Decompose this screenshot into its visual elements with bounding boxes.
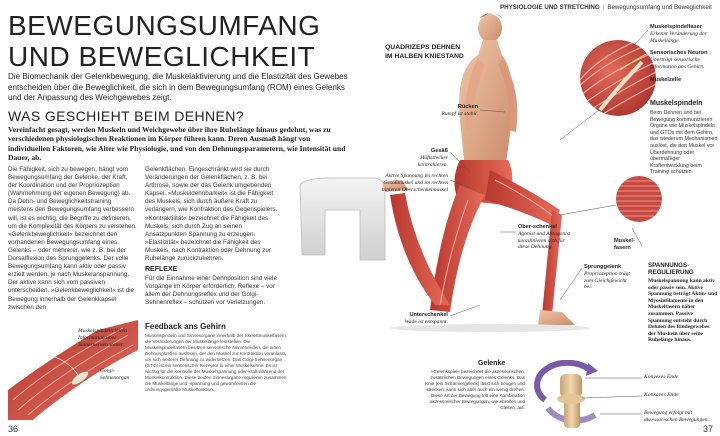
spindle-inset-illustration xyxy=(8,320,138,420)
head-shape xyxy=(478,14,502,42)
muscle-zoom-circle xyxy=(580,40,656,116)
reflex-heading: REFLEXE xyxy=(145,266,178,273)
gelenke-heading: Gelenke xyxy=(478,360,506,367)
label-aktive-spannung: Aktive Spannung im rechten Gesäßmuskel u… xyxy=(381,173,448,193)
spindeln-text: Beim Dehnen und bei Bewegung kommunizier… xyxy=(650,110,718,176)
joint-diagram-svg xyxy=(534,359,598,428)
spindle-inset-svg xyxy=(8,320,138,420)
right-arm-shape xyxy=(498,58,518,132)
spindeln-heading: Muskelspindeln xyxy=(650,100,703,107)
header-subsection: Bewegungsumfang und Beweglichkeit xyxy=(607,4,712,11)
section-subtitle: WAS GESCHIEHT BEIM DEHNEN? xyxy=(8,108,244,124)
label-konkav: Konkaves Ende xyxy=(644,392,679,398)
regulierung-heading: SPANNUNGS-REGULIERUNG xyxy=(648,262,694,277)
feedback-text: Muskelspindeln und Sinnesorgane innerhal… xyxy=(145,333,288,392)
running-header: PHYSIOLOGIE UND STRETCHING|Bewegungsumfa… xyxy=(500,4,712,11)
front-foot-shape xyxy=(538,310,575,326)
back-shin-shape xyxy=(390,193,450,305)
header-section: PHYSIOLOGIE UND STRETCHING xyxy=(500,4,600,11)
page-title: BEWEGUNGSUMFANG UND BEWEGLICHKEIT xyxy=(8,10,348,72)
regulierung-text: Muskelspannung kann aktiv oder passiv se… xyxy=(648,278,718,344)
regulierung-text-content: Muskelspannung kann aktiv oder passiv se… xyxy=(648,278,718,344)
muscle-shape xyxy=(8,320,138,420)
title-line-1: BEWEGUNGSUMFANG xyxy=(8,10,321,41)
body-column-2: Gelenkflächen. Eingeschränkt wird sie du… xyxy=(145,166,278,263)
front-thigh-shape xyxy=(485,170,560,225)
label-bewegung: Bewegung erfolgt mit akzessorischen Bewe… xyxy=(644,410,709,423)
back-thigh-shape xyxy=(430,185,485,312)
label-konvex: Konvexes Ende xyxy=(644,374,679,380)
fiber-zoom-svg xyxy=(616,176,662,222)
label-muskelzelle: Muskelzelle xyxy=(650,77,682,83)
inset-label-golgi: Golgi-Sehnenorgan xyxy=(100,368,130,381)
joint-diagram xyxy=(530,359,640,430)
intro-text: Die Biomechanik der Gelenkbewegung, die … xyxy=(8,72,348,102)
lead-paragraph: Vereinfacht gesagt, werden Muskeln und W… xyxy=(8,125,346,163)
bone-lower xyxy=(564,400,580,428)
label-muskelfasern: Muskel-fasern xyxy=(614,238,635,251)
front-shin-shape xyxy=(542,210,562,315)
page-number-left: 36 xyxy=(8,424,19,434)
body-column-1: Die Fähigkeit, sich zu bewegen, hängt vo… xyxy=(8,166,137,311)
bone-upper xyxy=(560,374,582,398)
figure-title-2: IM HALBEN KNIESTAND xyxy=(385,52,464,60)
gelenke-text: »Gelenkspiel« bezeichnet die akzessorisc… xyxy=(425,369,525,410)
figure-title: QUADRIZEPS DEHNEN IM HALBEN KNIESTAND xyxy=(385,44,464,61)
page-number-right: 37 xyxy=(703,424,714,434)
fiber-zoom-circle xyxy=(616,176,662,222)
stool-shape xyxy=(299,177,386,261)
left-arm-shape xyxy=(465,58,485,130)
back-foot-shape xyxy=(382,180,408,192)
feedback-heading: Feedback ans Gehirn xyxy=(145,322,226,331)
muscle-zoom-svg xyxy=(580,40,656,116)
reflex-text: Für die Einnahme einer Dehnposition sind… xyxy=(145,275,277,307)
figure-title-1: QUADRIZEPS DEHNEN xyxy=(385,44,461,51)
inset-label-muskelspindeln: Muskelspindeln leiten Information über S… xyxy=(78,328,127,348)
rotation-arrow-top xyxy=(534,359,592,403)
title-line-2: UND BEWEGLICHKEIT xyxy=(8,41,316,72)
